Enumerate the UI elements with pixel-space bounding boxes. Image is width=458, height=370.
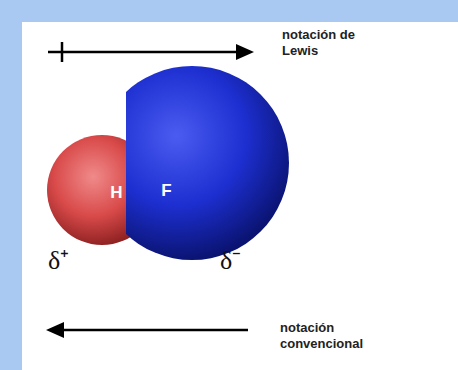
notation-label: notación de Lewis	[282, 27, 374, 59]
fluorine-sphere	[126, 66, 289, 260]
partial-charge: δ⁻	[220, 248, 241, 274]
partial-charge: δ⁺	[48, 248, 69, 274]
conventional-arrowhead	[46, 322, 64, 338]
atom-symbol: F	[161, 182, 171, 199]
hydrogen-atom: H	[106, 180, 127, 205]
lewis-arrow-cross	[61, 42, 64, 62]
fluorine-atom: F	[157, 178, 176, 203]
conventional-arrow-shaft	[62, 329, 248, 332]
lewis-arrowhead	[236, 44, 254, 60]
notation-label: notación convencional	[280, 320, 372, 352]
lewis-arrow-shaft	[48, 51, 240, 54]
panel	[22, 22, 458, 370]
atom-symbol: H	[110, 184, 122, 201]
